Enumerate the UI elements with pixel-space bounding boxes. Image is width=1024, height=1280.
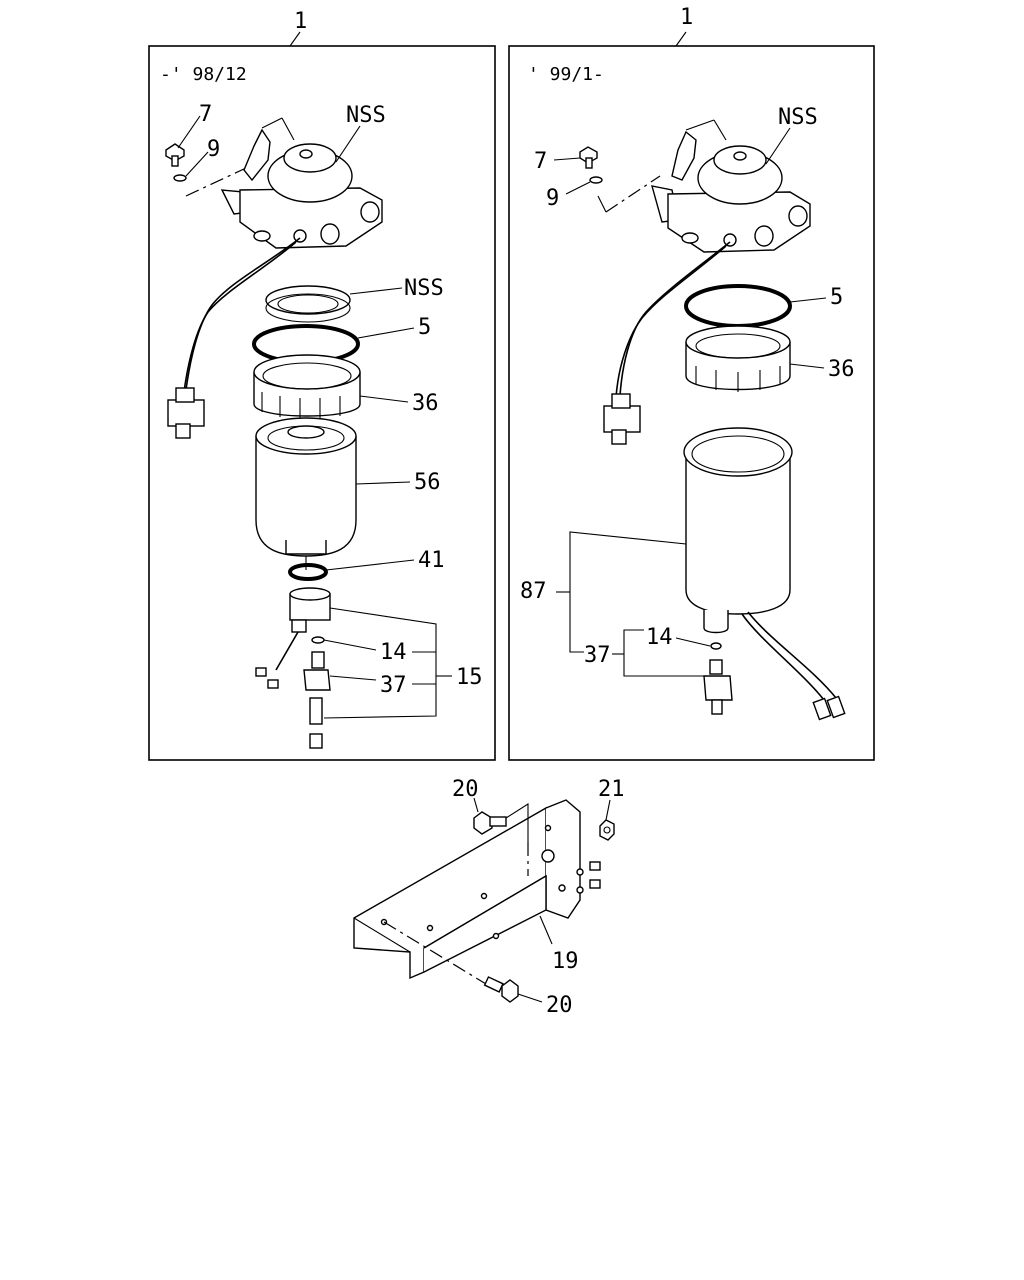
sensor-plugs-right — [812, 695, 846, 721]
period-label-right: ' 99/1- — [528, 64, 604, 85]
washer-9-right — [589, 176, 603, 184]
retainer-ring-nss-left — [265, 285, 351, 315]
mounting-bracket-19 — [353, 799, 601, 980]
assembly-callout-right: 1 — [680, 5, 693, 30]
filter-element-56-left — [255, 417, 357, 557]
filter-head-left — [220, 128, 383, 249]
assembly-callout-left: 1 — [294, 9, 307, 34]
filter-bowl-87-right — [683, 427, 793, 634]
callout-nss-ring-left: NSS — [404, 276, 444, 301]
panel-right: 1 ' 99/1- 7 9 NSS — [508, 5, 875, 761]
drain-assembly-left — [255, 587, 331, 689]
bolt-7-right — [579, 146, 598, 169]
callout-41-left: 41 — [418, 548, 445, 573]
callout-36-left: 36 — [412, 391, 439, 416]
panel-left: 1 -' 98/12 7 9 NSS — [148, 9, 496, 761]
bracket-assembly: 20 21 19 20 — [353, 777, 625, 1018]
nut-21 — [599, 819, 615, 841]
callout-37-right: 37 — [584, 643, 611, 668]
washer-9-left — [173, 174, 187, 182]
sensor-wire-right — [619, 241, 731, 397]
callout-37-left: 37 — [380, 673, 407, 698]
callout-15-left: 15 — [456, 665, 483, 690]
callout-14-right: 14 — [646, 625, 673, 650]
drain-plug-37-left — [303, 651, 331, 749]
o-ring-5-right — [684, 284, 792, 328]
period-label-left: -' 98/12 — [160, 64, 247, 85]
sensor-wire-left — [185, 237, 301, 391]
panel-left-frame — [148, 45, 496, 761]
connector-left — [167, 387, 205, 439]
callout-19: 19 — [552, 949, 579, 974]
callout-20-top: 20 — [452, 777, 479, 802]
callout-nss-head-left: NSS — [346, 103, 386, 128]
ring-nut-36-right — [685, 325, 791, 392]
callout-36-right: 36 — [828, 357, 855, 382]
o-ring-41-left — [288, 563, 328, 581]
o-ring-14-right — [710, 642, 722, 650]
filter-head-right — [651, 130, 811, 253]
callout-56-left: 56 — [414, 470, 441, 495]
connector-right — [603, 393, 641, 445]
drain-plug-37-right — [703, 659, 733, 715]
ring-nut-36-left — [253, 354, 361, 419]
callout-9-right: 9 — [546, 186, 559, 211]
callout-5-left: 5 — [418, 315, 431, 340]
o-ring-14-left — [311, 636, 325, 644]
panel-right-frame — [508, 45, 875, 761]
bolt-20-top — [473, 811, 507, 835]
bolt-20-bottom — [483, 976, 519, 1003]
callout-5-right: 5 — [830, 285, 843, 310]
callout-21: 21 — [598, 777, 625, 802]
callout-7-left: 7 — [199, 102, 212, 127]
callout-9-left: 9 — [207, 137, 220, 162]
callout-87-right: 87 — [520, 579, 547, 604]
callout-20-bottom: 20 — [546, 993, 573, 1018]
bolt-7-left — [165, 143, 185, 167]
callout-7-right: 7 — [534, 149, 547, 174]
callout-14-left: 14 — [380, 640, 407, 665]
callout-nss-head-right: NSS — [778, 105, 818, 130]
